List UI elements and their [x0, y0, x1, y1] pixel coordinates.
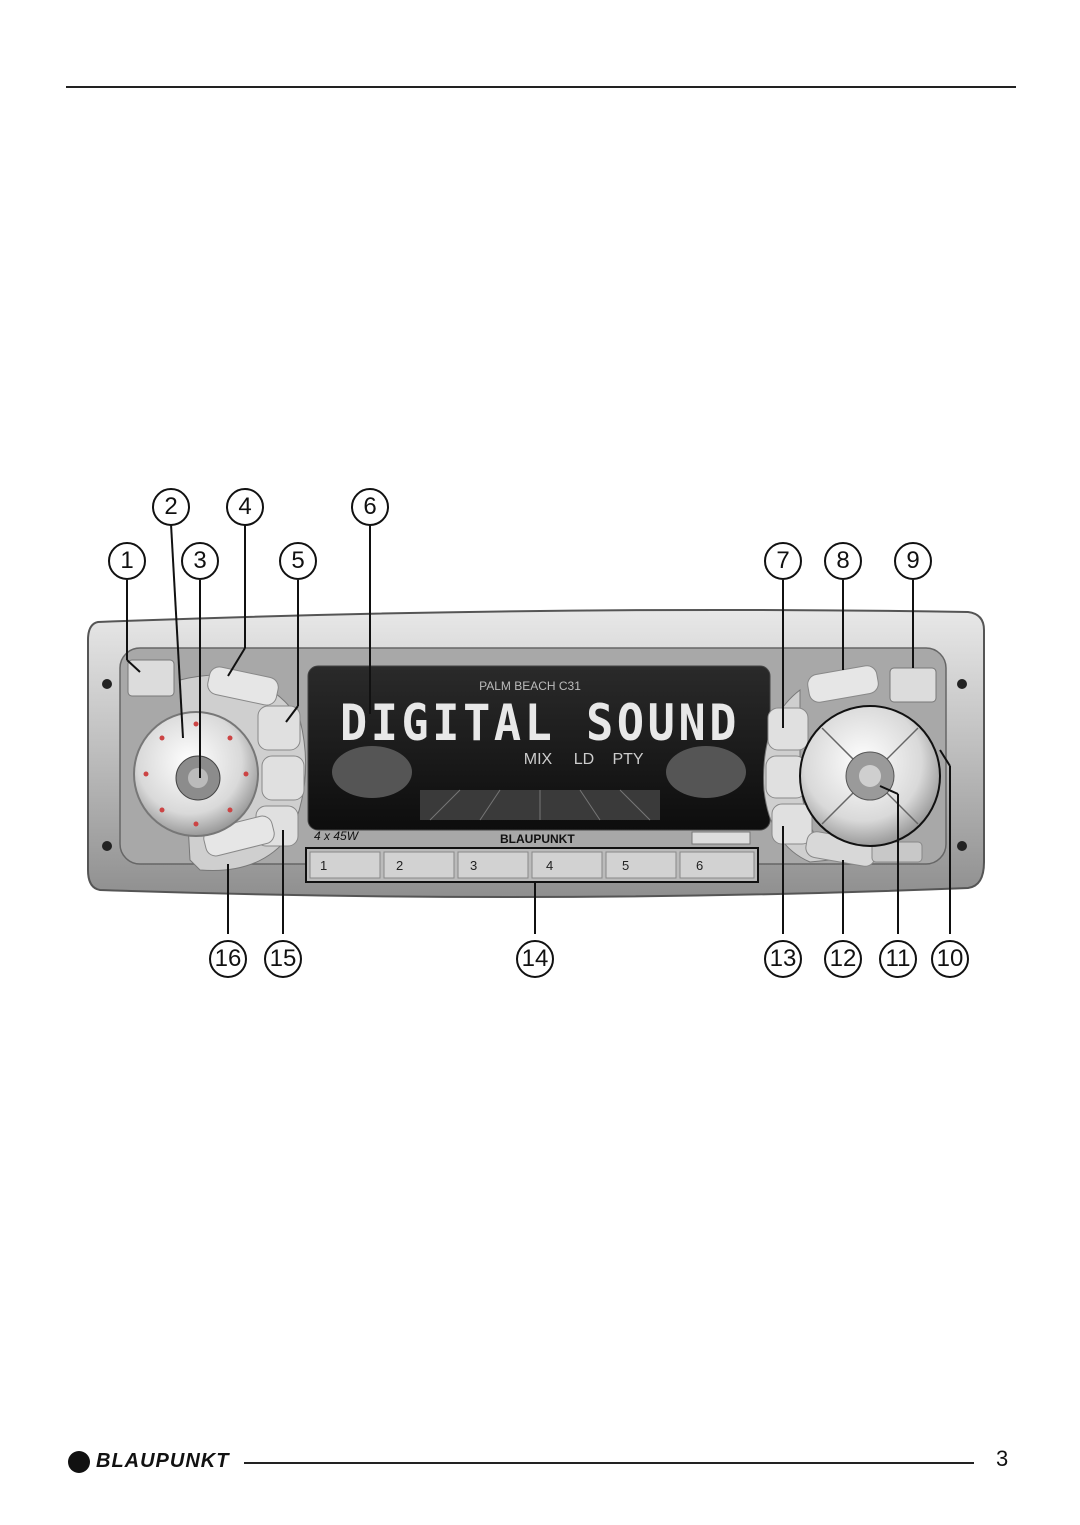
callout-2: 2 — [152, 488, 190, 526]
display-indicator-pty: PTY — [612, 751, 643, 768]
power-rating: 4 x 45W — [314, 829, 360, 843]
callout-15: 15 — [264, 940, 302, 978]
footer-brand-text: BLAUPUNKT — [96, 1450, 230, 1472]
callout-13: 13 — [764, 940, 802, 978]
callout-3: 3 — [181, 542, 219, 580]
button-4 — [207, 666, 279, 706]
callout-16: 16 — [209, 940, 247, 978]
preset-3-label: 3 — [470, 858, 477, 873]
faceplate-brand: BLAUPUNKT — [500, 832, 575, 846]
callout-6: 6 — [351, 488, 389, 526]
screw-right-top — [957, 679, 967, 689]
callout-1: 1 — [108, 542, 146, 580]
callout-4: 4 — [226, 488, 264, 526]
screw-left-top — [102, 679, 112, 689]
logo-dot-icon — [68, 1450, 90, 1473]
display-spectrum-right — [666, 746, 746, 798]
display-spectrum-left — [332, 746, 412, 798]
button-8 — [807, 665, 879, 703]
screw-left-bottom — [102, 841, 112, 851]
button-7 — [767, 707, 809, 751]
callout-7: 7 — [764, 542, 802, 580]
preset-1-label: 1 — [320, 858, 327, 873]
preset-buttons — [309, 851, 755, 879]
callout-10: 10 — [931, 940, 969, 978]
callout-8: 8 — [824, 542, 862, 580]
screw-right-bottom — [957, 841, 967, 851]
callout-11: 11 — [879, 940, 917, 978]
release-button — [127, 659, 175, 697]
button-13 — [771, 803, 813, 845]
cd-label — [691, 831, 751, 845]
top-rule — [66, 86, 1016, 88]
display-main-text: DIGITAL SOUND — [340, 694, 740, 752]
display-model-name: PALM BEACH C31 — [479, 679, 581, 693]
display-indicator-ld: LD — [574, 751, 594, 768]
preset-5-label: 5 — [622, 858, 629, 873]
button-15a — [261, 755, 305, 801]
preset-2-label: 2 — [396, 858, 403, 873]
preset-4-label: 4 — [546, 858, 553, 873]
preset-6-label: 6 — [696, 858, 703, 873]
footer-brand-logo: BLAUPUNKT — [68, 1450, 229, 1473]
callout-5: 5 — [279, 542, 317, 580]
callout-9: 9 — [894, 542, 932, 580]
display-indicator-mix: MIX — [524, 751, 553, 768]
callout-12: 12 — [824, 940, 862, 978]
callout-14: 14 — [516, 940, 554, 978]
page-number: 3 — [996, 1446, 1009, 1471]
button-9 — [889, 667, 937, 703]
footer-rule — [244, 1462, 974, 1464]
